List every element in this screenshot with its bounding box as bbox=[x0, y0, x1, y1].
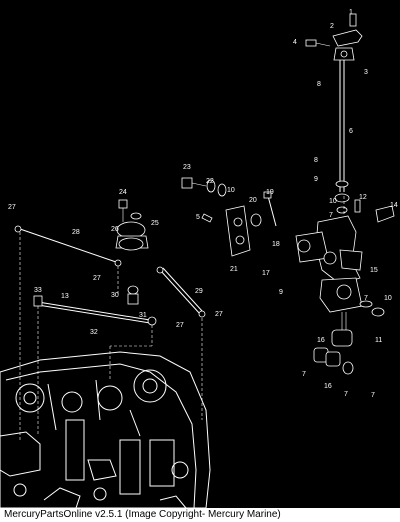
callout-27: 27 bbox=[8, 204, 16, 211]
washer-25 bbox=[130, 212, 142, 220]
callout-20: 20 bbox=[249, 197, 257, 204]
callout-29: 29 bbox=[195, 288, 203, 295]
callout-8: 8 bbox=[314, 157, 318, 164]
clip-14 bbox=[375, 205, 395, 223]
callout-26: 26 bbox=[111, 226, 119, 233]
callout-7: 7 bbox=[302, 371, 306, 378]
callout-27: 27 bbox=[176, 322, 184, 329]
callout-28: 28 bbox=[72, 229, 80, 236]
callout-22: 22 bbox=[206, 178, 214, 185]
small-bolt-12 bbox=[354, 199, 361, 213]
callout-16: 16 bbox=[317, 337, 325, 344]
plate-21 bbox=[225, 205, 251, 257]
callout-10: 10 bbox=[329, 198, 337, 205]
image-copyright-footer: MercuryPartsOnline v2.5.1 (Image Copyrig… bbox=[0, 508, 400, 522]
callout-11: 11 bbox=[375, 337, 382, 344]
callout-27: 27 bbox=[215, 311, 223, 318]
bolt-19 bbox=[263, 191, 277, 227]
callout-9: 9 bbox=[314, 176, 318, 183]
callout-17: 17 bbox=[262, 270, 270, 277]
callout-21: 21 bbox=[230, 266, 238, 273]
washer-22 bbox=[206, 179, 216, 193]
washer-10 bbox=[217, 183, 227, 197]
callout-31: 31 bbox=[139, 312, 147, 319]
callout-labels: 1234868910712142322102420195262527282118… bbox=[8, 9, 398, 399]
callout-32: 32 bbox=[90, 329, 98, 336]
callout-12: 12 bbox=[359, 194, 367, 201]
callout-3: 3 bbox=[364, 69, 368, 76]
shaft-washers bbox=[334, 180, 350, 214]
callout-13: 13 bbox=[61, 293, 69, 300]
callout-24: 24 bbox=[119, 189, 127, 196]
callout-7: 7 bbox=[364, 295, 368, 302]
callout-33: 33 bbox=[34, 287, 42, 294]
callout-14: 14 bbox=[390, 202, 398, 209]
callout-7: 7 bbox=[344, 391, 348, 398]
callout-23: 23 bbox=[183, 164, 191, 171]
callout-2: 2 bbox=[330, 23, 334, 30]
callout-27: 27 bbox=[93, 275, 101, 282]
bolt-23 bbox=[181, 177, 207, 189]
callout-1: 1 bbox=[349, 9, 353, 16]
bolt-4 bbox=[305, 39, 331, 47]
bolt-24 bbox=[118, 199, 128, 222]
bellcrank-26 bbox=[115, 221, 149, 251]
callout-5: 5 bbox=[196, 214, 200, 221]
callout-25: 25 bbox=[151, 220, 159, 227]
shift-lever-top bbox=[332, 13, 363, 61]
callout-16: 16 bbox=[324, 383, 332, 390]
callout-10: 10 bbox=[384, 295, 392, 302]
callout-6: 6 bbox=[349, 128, 353, 135]
callout-15: 15 bbox=[370, 267, 378, 274]
callout-9: 9 bbox=[279, 289, 283, 296]
callout-10: 10 bbox=[227, 187, 235, 194]
callout-30: 30 bbox=[111, 292, 119, 299]
leader-lines bbox=[19, 196, 345, 440]
link-rod-32 bbox=[33, 295, 157, 326]
powerhead-block bbox=[0, 351, 211, 509]
callout-18: 18 bbox=[272, 241, 280, 248]
pin-5 bbox=[201, 213, 213, 223]
callout-19: 19 bbox=[266, 189, 274, 196]
lower-shaft-parts bbox=[313, 300, 385, 375]
callout-4: 4 bbox=[293, 39, 297, 46]
link-rod-28 bbox=[14, 225, 122, 267]
callout-8: 8 bbox=[317, 81, 321, 88]
washer-20 bbox=[250, 213, 262, 227]
callout-7: 7 bbox=[329, 212, 333, 219]
shift-shaft bbox=[339, 60, 345, 192]
shift-bracket-assembly bbox=[295, 215, 363, 344]
stud-30-31 bbox=[127, 285, 139, 305]
link-rod-29 bbox=[156, 266, 206, 318]
callout-7: 7 bbox=[371, 392, 375, 399]
